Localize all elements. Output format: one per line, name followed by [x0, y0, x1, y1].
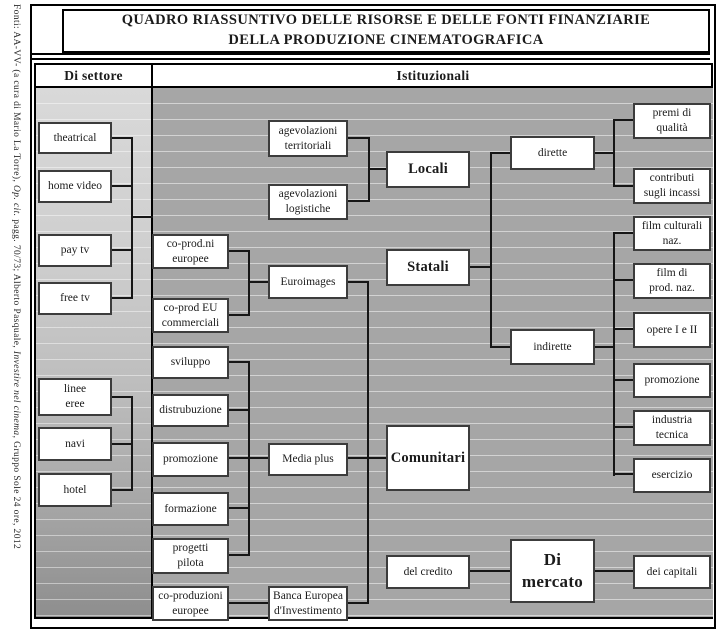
connector-line	[613, 232, 615, 476]
node-coprodni-europee: co-prod.ni europee	[152, 234, 229, 269]
connector-line	[615, 279, 634, 281]
node-formazione: formazione	[152, 492, 229, 526]
source-citation-opcit: Op. cit.	[11, 185, 21, 217]
column-divider-rule	[151, 63, 153, 617]
connector-line	[595, 152, 615, 154]
connector-line	[229, 554, 250, 556]
connector-line	[229, 507, 250, 509]
node-theatrical: theatrical	[38, 122, 112, 154]
node-statali: Statali	[386, 249, 470, 286]
connector-line	[492, 152, 511, 154]
node-media-plus: Media plus	[268, 443, 348, 476]
node-comunitari: Comunitari	[386, 425, 470, 491]
connector-line	[492, 346, 511, 348]
connector-line	[112, 249, 133, 251]
connector-line	[131, 216, 153, 218]
node-film-culturali-naz: film culturali naz.	[633, 216, 711, 251]
connector-line	[248, 250, 250, 316]
node-indirette: indirette	[510, 329, 595, 365]
node-promozione-media: promozione	[152, 442, 229, 477]
connector-line	[250, 281, 270, 283]
node-dirette: dirette	[510, 136, 595, 170]
connector-line	[368, 137, 370, 202]
connector-line	[370, 168, 387, 170]
connector-line	[112, 137, 133, 139]
connector-line	[112, 396, 133, 398]
connector-line	[595, 346, 615, 348]
connector-line	[613, 119, 615, 187]
node-film-di-prod-naz: film di prod. naz.	[633, 263, 711, 299]
connector-line	[595, 570, 635, 572]
node-opere-i-e-ii: opere I e II	[633, 312, 711, 348]
node-home-video: home video	[38, 170, 112, 203]
source-citation-prefix: Fonti: AA-VV- (a cura di Mario La Torre)…	[11, 4, 21, 186]
connector-line	[615, 185, 634, 187]
node-navi: navi	[38, 427, 112, 461]
connector-line	[112, 489, 133, 491]
node-distrubuzione: distrubuzione	[152, 394, 229, 427]
node-locali: Locali	[386, 151, 470, 188]
node-industria-tecnica: industria tecnica	[633, 410, 711, 446]
connector-line	[615, 379, 634, 381]
node-di-mercato: Di mercato	[510, 539, 595, 603]
connector-line	[229, 361, 250, 363]
figure-title: QUADRO RIASSUNTIVO DELLE RISORSE E DELLE…	[62, 9, 710, 53]
header-bottom-rule	[36, 86, 713, 88]
node-agevolazioni-territoriali: agevolazioni territoriali	[268, 120, 348, 157]
connector-line	[615, 119, 634, 121]
node-contributi-sugli-incassi: contributi sugli incassi	[633, 168, 711, 204]
connector-line	[348, 200, 370, 202]
node-pay-tv: pay tv	[38, 234, 112, 267]
source-citation-mid: pagg. 70/73; Alberto Pasquale,	[11, 216, 21, 351]
connector-line	[229, 409, 250, 411]
connector-line	[229, 250, 250, 252]
connector-line	[470, 570, 512, 572]
column-header-istituzionali: Istituzionali	[396, 67, 470, 83]
connector-line	[229, 314, 250, 316]
column-header-di-settore: Di settore	[64, 67, 123, 83]
connector-line	[615, 328, 634, 330]
node-premi-di-qualita: premi di qualità	[633, 103, 711, 139]
node-euroimages: Euroimages	[268, 265, 348, 299]
title-line-1: QUADRO RIASSUNTIVO DELLE RISORSE E DELLE…	[121, 12, 651, 29]
connector-line	[470, 266, 492, 268]
source-citation-suffix: , Gruppo Sole 24 ore, 2012	[11, 435, 21, 550]
node-coprod-eu-commerciali: co-prod EU commerciali	[152, 298, 229, 333]
node-promozione-indirette: promozione	[633, 363, 711, 398]
source-citation: Fonti: AA-VV- (a cura di Mario La Torre)…	[3, 4, 21, 629]
node-progetti-pilota: progetti pilota	[152, 538, 229, 574]
outer-frame	[30, 4, 716, 629]
connector-line	[348, 137, 370, 139]
node-hotel: hotel	[38, 473, 112, 507]
di-settore-column-background	[36, 88, 151, 617]
node-coproduzioni-europee: co-produzioni europee	[152, 586, 229, 621]
title-line-2: DELLA PRODUZIONE CINEMATOGRAFICA	[228, 32, 544, 48]
connector-line	[348, 281, 369, 283]
connector-line	[112, 185, 133, 187]
node-linee-eree: linee eree	[38, 378, 112, 416]
node-esercizio: esercizio	[633, 458, 711, 493]
connector-line	[112, 297, 133, 299]
node-del-credito: del credito	[386, 555, 470, 589]
connector-line	[490, 152, 492, 348]
connector-line	[131, 396, 133, 491]
connector-line	[615, 426, 634, 428]
connector-line	[367, 281, 369, 604]
node-sviluppo: sviluppo	[152, 346, 229, 379]
connector-line	[615, 232, 634, 234]
connector-line	[131, 137, 133, 299]
connector-line	[615, 473, 634, 475]
node-free-tv: free tv	[38, 282, 112, 315]
title-divider-rule	[32, 53, 710, 60]
node-dei-capitali: dei capitali	[633, 555, 711, 589]
node-agevolazioni-logistiche: agevolazioni logistiche	[268, 184, 348, 220]
source-citation-booktitle: Investire nel cinema	[11, 350, 21, 436]
connector-line	[112, 443, 133, 445]
node-banca-europea-investimento: Banca Europea d'Investimento	[268, 586, 348, 621]
